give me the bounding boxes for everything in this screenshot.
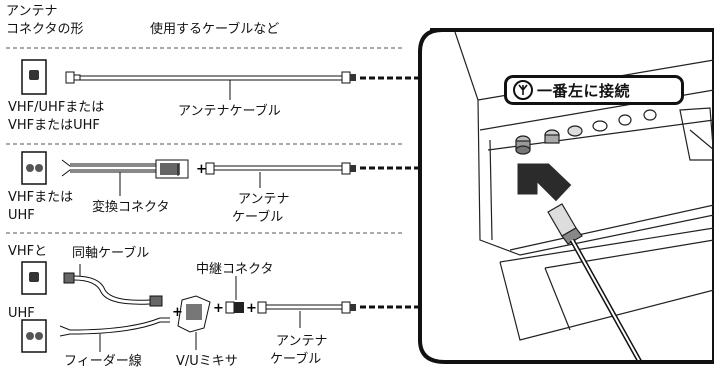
row3-coax-label: 同軸ケーブル [72, 246, 150, 261]
header-connector-shape-line2: コネクタの形 [6, 22, 84, 37]
row3-feeder-label: フィーダー線 [64, 354, 142, 369]
tv-back-panel [418, 28, 714, 364]
dashed-connections [360, 76, 418, 309]
row1-cable-label: アンテナケーブル [178, 104, 281, 119]
row3-uhf-label: UHF [8, 306, 35, 321]
row3-cable-label-line2: ケーブル [270, 352, 322, 367]
row3-mixer-label: V/Uミキサ [176, 354, 238, 369]
row2-label-line1: VHFまたは [8, 190, 74, 205]
connect-leftmost-callout: 一番左に接続 [504, 75, 684, 105]
row3-cable-label-line1: アンテナ [276, 334, 328, 349]
plus-sign-4: + [246, 301, 257, 316]
row-separators [6, 47, 404, 234]
plus-sign-2: + [172, 305, 183, 320]
row3-vhf-label: VHFと [8, 244, 48, 259]
row1-graphics [21, 59, 356, 100]
row1-label-line1: VHF/UHFまたは [8, 100, 105, 115]
callout-text: 一番左に接続 [537, 81, 631, 100]
row3-relay-label: 中継コネクタ [196, 262, 274, 277]
row1-label-line2: VHFまたはUHF [8, 118, 100, 133]
plus-sign-3: + [213, 301, 224, 316]
row2-converter-label: 変換コネクタ [92, 200, 170, 215]
row3-graphics: + + + [21, 261, 356, 353]
header-connector-shape-line1: アンテナ [6, 4, 58, 19]
row2-graphics: + [21, 151, 356, 196]
row2-cable-label-line2: ケーブル [232, 210, 284, 225]
header-cable-used: 使用するケーブルなど [150, 22, 280, 37]
row2-cable-label-line1: アンテナ [238, 192, 290, 207]
plus-sign-1: + [196, 162, 207, 177]
row2-label-line2: UHF [8, 208, 35, 223]
antenna-icon [513, 80, 533, 100]
vu-mixer-icon [177, 295, 211, 333]
